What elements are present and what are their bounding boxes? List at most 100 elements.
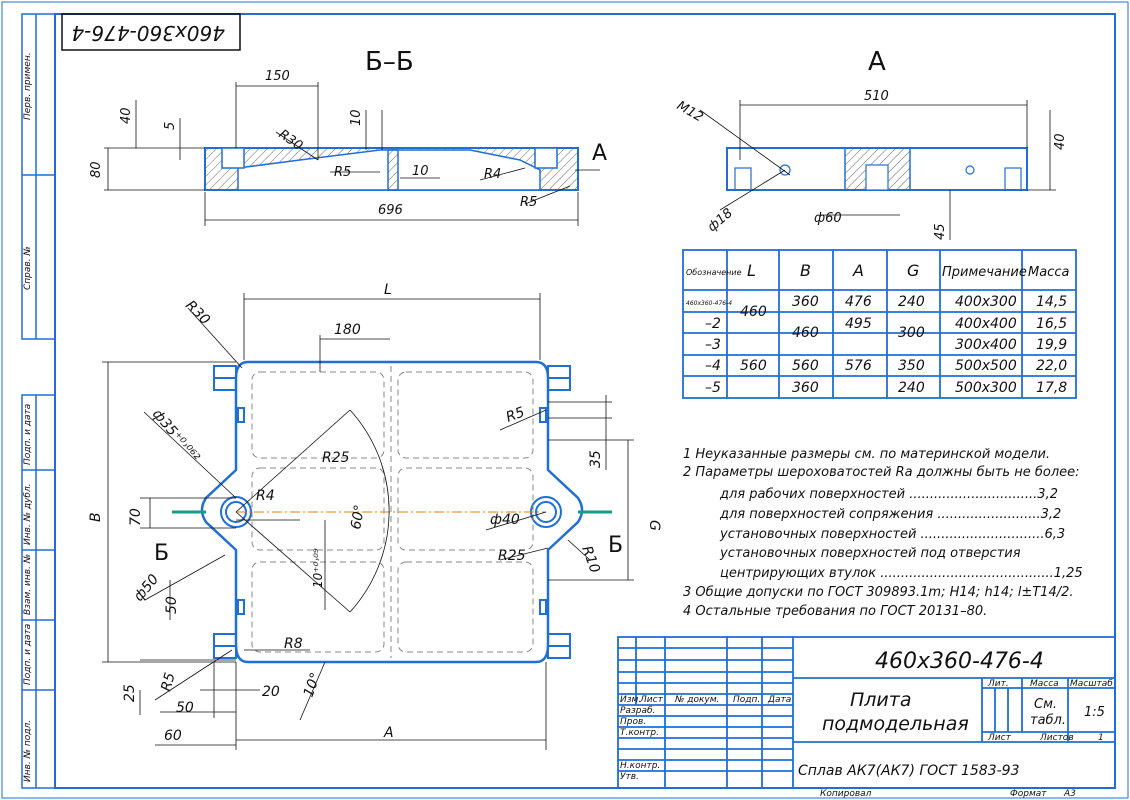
- dim-f50: ф50: [131, 571, 162, 604]
- dim-10-mid: 10: [412, 164, 429, 179]
- dim-r4: R4: [484, 167, 501, 182]
- cell-r4-g: 350: [898, 358, 925, 374]
- dim-40: 40: [119, 107, 134, 124]
- dim-m12: M12: [674, 98, 706, 125]
- title-block-lines: [617, 636, 1116, 789]
- note-2a: для рабочих поверхностей ...............…: [719, 487, 1058, 502]
- dim-f35: ф35⁺⁰˒⁰⁶²: [149, 406, 203, 466]
- margin-strip: [21, 13, 56, 789]
- title-block-text: 460x360-476-4 Плита подмодельная Сплав А…: [620, 649, 1113, 799]
- cell-r2-massa: 16,5: [1036, 316, 1067, 332]
- cell-r12-l: 460: [740, 304, 767, 320]
- cell-r23-b: 460: [792, 325, 819, 341]
- note-4: 4 Остальные требования по ГОСТ 20131–80.: [683, 604, 987, 619]
- note-3: 3 Общие допуски по ГОСТ 309893.1m; H14; …: [683, 585, 1074, 600]
- dim-f60: ф60: [814, 211, 842, 226]
- corner-code: 460x360-476-4: [71, 21, 225, 45]
- cell-r2-a: 495: [845, 316, 872, 332]
- section-bb: Б–Б 150 40: [89, 47, 607, 226]
- dim-80: 80: [89, 161, 104, 178]
- cell-r5-prim: 500x300: [955, 380, 1017, 396]
- cell-r1-b: 360: [792, 294, 819, 310]
- cut-marker-a: А: [592, 141, 607, 166]
- cell-r345-l: 560: [740, 358, 767, 374]
- dim-40-a: 40: [1053, 133, 1068, 150]
- dim-696: 696: [378, 203, 403, 218]
- tb-mass-value1: См.: [1034, 697, 1057, 712]
- note-2: 2 Параметры шероховатостей Ra должны быт…: [683, 465, 1080, 480]
- tb-mass-value2: табл.: [1030, 713, 1066, 728]
- dim-150: 150: [265, 69, 290, 84]
- margin-label-perv: Перв. примен.: [23, 52, 33, 120]
- margin-label-dubl: Инв. № дубл.: [23, 483, 33, 545]
- cut-label-left: Б: [154, 541, 169, 566]
- tb-format: Формат: [1010, 789, 1047, 799]
- tb-col-doc: № докум.: [674, 695, 719, 705]
- note-2c: установочных поверхностей ..............…: [719, 527, 1065, 542]
- note-2e: центрирующих втулок ....................…: [720, 566, 1083, 581]
- view-a-title: А: [868, 47, 886, 77]
- tb-col-list: Лист: [639, 695, 664, 705]
- dim-50-v: 50: [164, 596, 180, 614]
- dim-35: 35: [588, 450, 604, 468]
- dim-r30-plan: R30: [182, 298, 213, 329]
- cell-r1-a: 476: [845, 294, 872, 310]
- cell-r1-g: 240: [898, 294, 925, 310]
- cell-r3-prim: 300x400: [955, 337, 1017, 353]
- tb-scale-value: 1:5: [1084, 705, 1105, 720]
- tb-copied: Копировал: [820, 789, 872, 799]
- corner-code-box: 460x360-476-4: [61, 13, 241, 51]
- tb-name2: подмодельная: [822, 713, 969, 735]
- cell-r1-prim: 400x300: [955, 294, 1017, 310]
- dim-50-h: 50: [176, 700, 194, 716]
- dim-r10: R10: [578, 544, 602, 575]
- tb-sheets: Листов: [1039, 733, 1074, 743]
- dim-r25-right: R25: [498, 548, 526, 564]
- dim-r5-right: R5: [520, 195, 537, 210]
- tb-row-tkontr: Т.контр.: [620, 728, 659, 738]
- dim-70: 70: [128, 508, 144, 526]
- view-a: А M12 510 40 ф18 ф60 45: [674, 47, 1068, 240]
- dim-f18: ф18: [705, 206, 736, 235]
- dim-l: L: [384, 282, 392, 298]
- tb-col-data: Дата: [767, 695, 791, 705]
- th-massa: Масса: [1028, 265, 1069, 280]
- cell-r1-oboz: 460x360-476-4: [686, 300, 732, 307]
- dim-r5-mid: R5: [334, 165, 351, 180]
- cell-r3-oboz: –3: [705, 337, 721, 353]
- dim-5: 5: [163, 122, 178, 130]
- dim-r5-bl: R5: [158, 671, 178, 693]
- dim-g: G: [646, 520, 662, 531]
- note-1: 1 Неуказанные размеры см. по материнской…: [683, 447, 1050, 462]
- tb-sheet: Лист: [987, 733, 1012, 743]
- dim-20: 20: [262, 684, 280, 700]
- cell-r23-g: 300: [898, 325, 925, 341]
- dim-f40: ф40: [490, 512, 520, 528]
- th-oboz: Обозначение: [686, 268, 742, 277]
- th-a: A: [852, 261, 864, 280]
- cell-r5-oboz: –5: [705, 380, 721, 396]
- tb-row-nkontr: Н.контр.: [620, 761, 660, 771]
- cell-r5-massa: 17,8: [1036, 380, 1067, 396]
- cell-r4-massa: 22,0: [1036, 358, 1067, 374]
- cell-r2-oboz: –2: [705, 316, 721, 332]
- tb-format-value: А3: [1063, 789, 1076, 799]
- cell-r3-massa: 19,9: [1036, 337, 1067, 353]
- plan-view: L R30 180 B ф35⁺⁰˒⁰⁶² R25 R4 70 60° 10⁺⁰…: [88, 282, 662, 750]
- cell-r4-b: 560: [792, 358, 819, 374]
- th-prim: Примечание: [942, 265, 1027, 280]
- dim-60: 60: [164, 728, 182, 744]
- margin-label-podp1: Подп. и дата: [23, 404, 33, 465]
- margin-label-podp2: Подп. и дата: [23, 624, 33, 685]
- dim-10deg: 10°: [301, 671, 325, 700]
- cell-r5-b: 360: [792, 380, 819, 396]
- tb-scale-label: Масштаб: [1070, 679, 1113, 689]
- margin-label-vzam: Взам. инв. №: [23, 554, 33, 615]
- tb-row-prov: Пров.: [620, 717, 646, 727]
- tb-code: 460x360-476-4: [875, 649, 1044, 674]
- cell-r2-prim: 400x400: [955, 316, 1017, 332]
- dim-25: 25: [122, 684, 138, 702]
- dim-a: A: [383, 725, 394, 741]
